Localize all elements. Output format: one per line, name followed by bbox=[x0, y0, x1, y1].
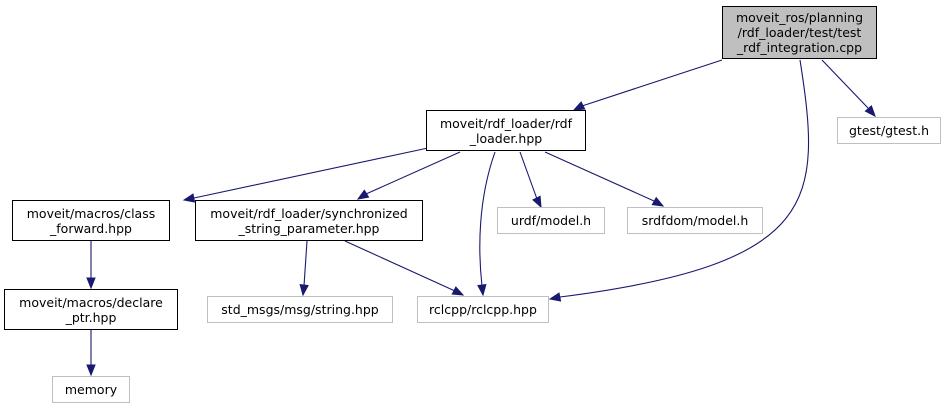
node-label-line: gtest/gtest.h bbox=[849, 123, 929, 138]
node-label-line: moveit/macros/class bbox=[26, 205, 156, 221]
node-declare-ptr-hpp[interactable]: moveit/macros/declare_ptr.hpp bbox=[4, 289, 178, 330]
node-rdf-loader-hpp[interactable]: moveit/rdf_loader/rdf_loader.hpp bbox=[426, 110, 586, 151]
edge-rdf-loader-to-class-forward bbox=[182, 147, 429, 203]
arrowhead-icon bbox=[451, 286, 465, 296]
node-label-line: /rdf_loader/test/test bbox=[737, 25, 862, 40]
arrowhead-icon bbox=[477, 284, 487, 297]
edge-line bbox=[365, 151, 461, 195]
node-gtest-h[interactable]: gtest/gtest.h bbox=[837, 117, 941, 144]
edge-line bbox=[821, 59, 869, 109]
node-label-line: rclcpp/rclcpp.hpp bbox=[429, 302, 537, 317]
edge-sync-param-to-std-msgs bbox=[299, 240, 309, 297]
edge-rdf-loader-to-srdfdom bbox=[544, 151, 665, 207]
node-label-line: urdf/model.h bbox=[510, 213, 592, 228]
edge-line bbox=[581, 59, 723, 107]
edge-declare-ptr-to-memory bbox=[86, 330, 96, 377]
arrowhead-icon bbox=[548, 292, 562, 302]
node-label-line: memory bbox=[64, 382, 118, 397]
edge-rdf-loader-to-sync-param bbox=[356, 151, 461, 200]
edge-sync-param-to-rclcpp bbox=[344, 240, 465, 296]
edge-class-forward-to-declare-ptr bbox=[86, 241, 96, 290]
node-urdf-model-h[interactable]: urdf/model.h bbox=[497, 207, 605, 234]
node-memory[interactable]: memory bbox=[52, 376, 130, 403]
edge-root-to-gtest bbox=[821, 59, 876, 118]
arrowhead-icon bbox=[532, 195, 542, 209]
node-class-forward-hpp[interactable]: moveit/macros/class_forward.hpp bbox=[12, 200, 170, 241]
node-std-msgs-string-hpp[interactable]: std_msgs/msg/string.hpp bbox=[207, 296, 393, 323]
node-root-test-rdf-integration-cpp[interactable]: moveit_ros/planning/rdf_loader/test/test… bbox=[722, 6, 877, 59]
edge-line bbox=[559, 59, 810, 298]
edge-line bbox=[519, 151, 538, 200]
arrowhead-icon bbox=[572, 101, 586, 111]
arrowhead-icon bbox=[182, 193, 196, 203]
arrowhead-icon bbox=[299, 284, 309, 297]
node-label-line: _forward.hpp bbox=[50, 220, 132, 236]
node-rclcpp-hpp[interactable]: rclcpp/rclcpp.hpp bbox=[417, 296, 549, 323]
edge-root-to-rdf-loader bbox=[572, 59, 723, 111]
node-label-line: _string_parameter.hpp bbox=[238, 220, 380, 236]
arrowhead-icon bbox=[86, 364, 96, 377]
edge-line bbox=[303, 240, 308, 287]
arrowhead-icon bbox=[356, 189, 370, 200]
node-label-line: std_msgs/msg/string.hpp bbox=[221, 302, 379, 317]
node-label-line: moveit/rdf_loader/synchronized bbox=[210, 205, 408, 221]
node-label-line: _loader.hpp bbox=[469, 130, 543, 146]
arrowhead-icon bbox=[864, 104, 876, 118]
edge-line bbox=[544, 151, 655, 202]
edge-line bbox=[479, 151, 496, 287]
node-label-line: moveit/macros/declare bbox=[19, 294, 163, 310]
edge-line bbox=[344, 240, 456, 292]
edge-root-to-rclcpp bbox=[548, 59, 810, 302]
edge-rdf-loader-to-urdf bbox=[519, 151, 542, 209]
node-synchronized-string-parameter-hpp[interactable]: moveit/rdf_loader/synchronized_string_pa… bbox=[195, 200, 423, 241]
node-label-line: _rdf_integration.cpp bbox=[736, 40, 863, 55]
edge-line bbox=[193, 147, 429, 199]
node-label-line: moveit_ros/planning bbox=[735, 10, 863, 25]
node-label-line: moveit/rdf_loader/rdf bbox=[439, 115, 572, 131]
node-label-line: srdfdom/model.h bbox=[641, 213, 749, 228]
node-srdfdom-model-h[interactable]: srdfdom/model.h bbox=[627, 207, 763, 234]
edge-rdf-loader-to-rclcpp bbox=[477, 151, 496, 297]
arrowhead-icon bbox=[86, 277, 96, 290]
node-label-line: _ptr.hpp bbox=[65, 309, 117, 325]
arrowhead-icon bbox=[651, 196, 665, 207]
